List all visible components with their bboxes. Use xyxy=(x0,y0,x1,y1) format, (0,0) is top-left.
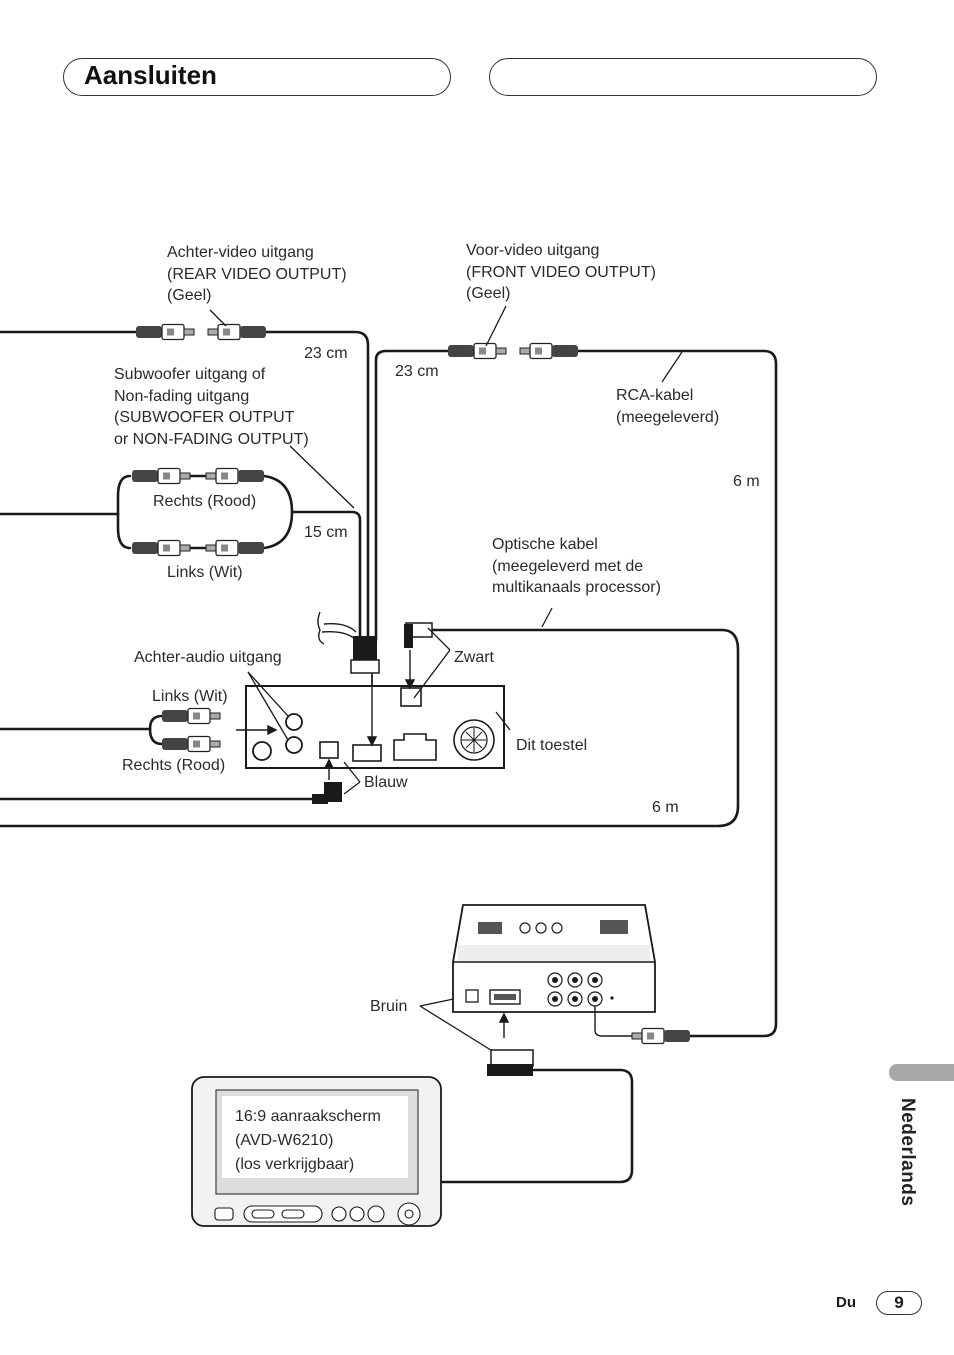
blauw-label: Blauw xyxy=(364,774,408,791)
optical-cable-label: Optische kabel (meegeleverd met de multi… xyxy=(492,536,661,596)
rear-video-label: Achter-video uitgang (REAR VIDEO OUTPUT)… xyxy=(167,244,347,304)
bruin-label: Bruin xyxy=(370,998,408,1015)
page-title: Aansluiten xyxy=(84,60,217,90)
zwart-label: Zwart xyxy=(454,649,494,666)
language-label: Nederlands xyxy=(897,1098,918,1207)
dit-toestel-label: Dit toestel xyxy=(516,737,588,754)
length-6m-bottom: 6 m xyxy=(652,799,679,816)
rca-cable-label: RCA-kabel (meegeleverd) xyxy=(616,387,720,426)
length-6m-top: 6 m xyxy=(733,473,760,490)
language-code: Du xyxy=(836,1294,856,1311)
subwoofer-label: Subwoofer uitgang of Non-fading uitgang … xyxy=(114,366,309,448)
links-wit-bottom-label: Links (Wit) xyxy=(152,688,228,705)
section-header-blank xyxy=(489,58,877,96)
touch-screen-label: 16:9 aanraakscherm (AVD-W6210) (los verk… xyxy=(235,1108,381,1173)
rechts-rood-bottom-label: Rechts (Rood) xyxy=(122,757,226,774)
page-number: 9 xyxy=(876,1291,922,1315)
rear-audio-label: Achter-audio uitgang xyxy=(134,649,282,666)
front-video-label: Voor-video uitgang (FRONT VIDEO OUTPUT) … xyxy=(466,242,656,302)
language-tab xyxy=(889,1064,954,1081)
length-15cm: 15 cm xyxy=(304,524,348,541)
section-header: Aansluiten xyxy=(63,58,451,96)
rechts-rood-top-label: Rechts (Rood) xyxy=(153,493,257,510)
length-23cm-left: 23 cm xyxy=(304,345,348,362)
links-wit-top-label: Links (Wit) xyxy=(167,564,243,581)
length-23cm-right: 23 cm xyxy=(395,363,439,380)
